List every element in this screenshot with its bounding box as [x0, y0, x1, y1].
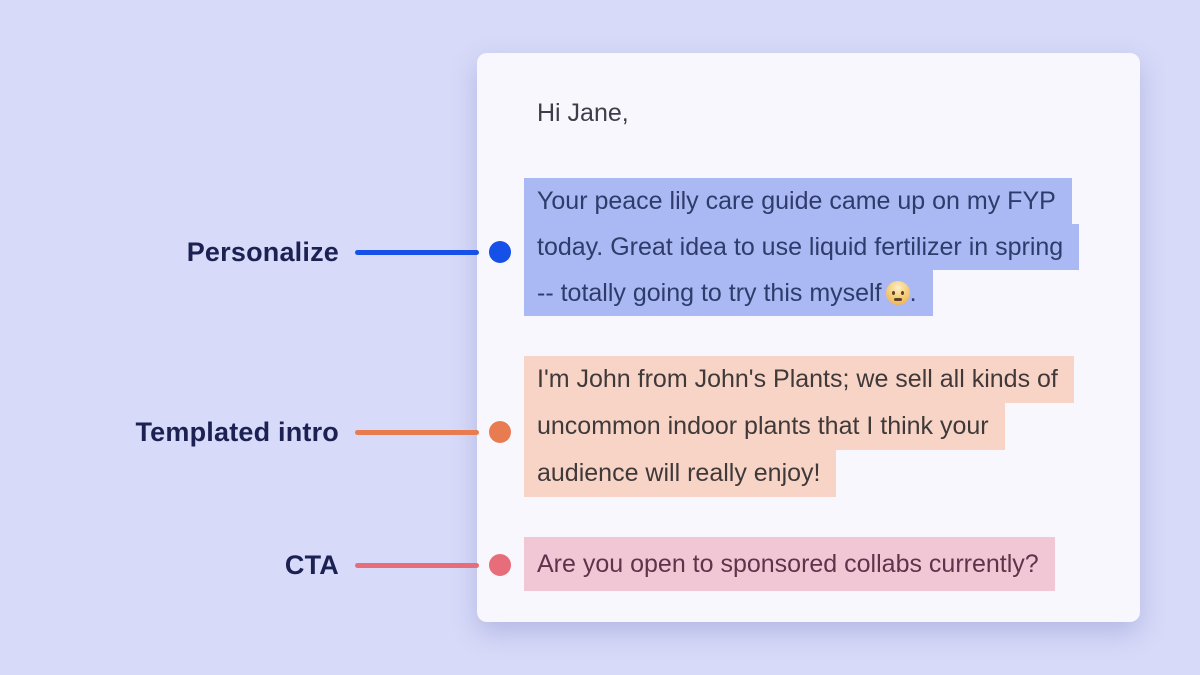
annotation-templated-intro-connector-line — [355, 429, 479, 435]
email-greeting: Hi Jane, — [537, 99, 629, 127]
annotation-templated-intro-label: Templated intro — [135, 416, 339, 447]
annotation-personalize-label: Personalize — [186, 236, 339, 267]
annotation-personalize-connector-line — [355, 249, 479, 255]
cta-paragraph: Are you open to sponsored collabs curren… — [524, 537, 1055, 591]
slightly-smiling-face-emoji — [885, 281, 910, 305]
templated-intro-line: audience will really enjoy! — [524, 450, 837, 497]
annotation-personalize-connector-dot — [489, 241, 511, 263]
annotation-cta-label: CTA — [284, 549, 339, 580]
annotation-personalize: Personalize — [187, 234, 511, 270]
annotation-cta-connector-dot — [489, 554, 511, 576]
templated-intro-paragraph: I'm John from John's Plants; we sell all… — [524, 356, 1074, 497]
annotation-cta: CTA — [285, 547, 511, 583]
annotation-templated-intro-connector-dot — [489, 421, 511, 443]
templated-intro-line: I'm John from John's Plants; we sell all… — [524, 356, 1074, 403]
templated-intro-line: uncommon indoor plants that I think your — [524, 403, 1005, 450]
personalize-line-suffix: . — [909, 279, 917, 307]
personalize-line: -- totally going to try this myself. — [524, 270, 933, 316]
cta-line: Are you open to sponsored collabs curren… — [524, 537, 1055, 591]
personalize-line: Your peace lily care guide came up on my… — [524, 178, 1072, 224]
personalize-paragraph: Your peace lily care guide came up on my… — [524, 178, 1080, 316]
annotation-cta-connector-line — [355, 562, 479, 568]
personalize-line: today. Great idea to use liquid fertiliz… — [524, 224, 1080, 270]
annotation-templated-intro: Templated intro — [135, 414, 511, 450]
email-card: Hi Jane, Your peace lily care guide came… — [477, 53, 1140, 622]
personalize-line-text: -- totally going to try this myself — [537, 279, 882, 307]
